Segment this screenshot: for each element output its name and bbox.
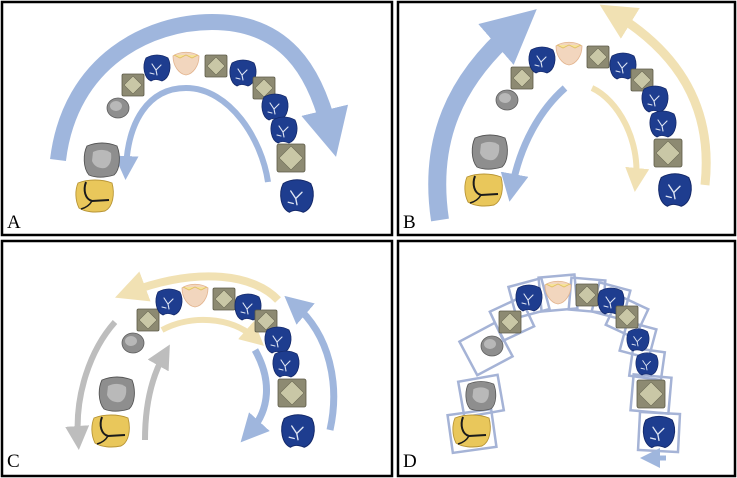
inner-gray-arrow xyxy=(142,344,170,441)
olive-tooth xyxy=(204,54,228,78)
olive-molar-tooth xyxy=(276,143,306,173)
gray-premolar-tooth xyxy=(106,97,130,119)
panel-label: D xyxy=(403,451,417,472)
inner-blue-arrow xyxy=(240,348,270,443)
panel-label: A xyxy=(7,212,21,233)
panel-label: B xyxy=(403,212,416,233)
gray-molar-tooth xyxy=(98,376,135,412)
navy-molar-tooth xyxy=(280,179,314,213)
panel-c: C xyxy=(0,239,394,478)
olive-molar-tooth xyxy=(636,379,666,409)
inner-yellow-arrow xyxy=(590,85,650,192)
segment-box xyxy=(506,276,552,320)
navy-molar-tooth xyxy=(281,414,315,448)
gray-premolar-tooth xyxy=(121,332,145,354)
gray-molar-tooth xyxy=(83,142,120,178)
outer-gray-arrow xyxy=(65,320,118,450)
gray-molar-tooth xyxy=(471,134,508,170)
navy-tooth xyxy=(635,352,659,376)
olive-molar-tooth xyxy=(277,378,307,408)
gray-molar-tooth xyxy=(465,381,497,412)
olive-tooth xyxy=(121,73,145,97)
olive-tooth xyxy=(615,305,639,329)
panel-label: C xyxy=(7,451,20,472)
navy-molar-tooth xyxy=(642,415,676,449)
navy-tooth xyxy=(649,110,677,138)
navy-tooth xyxy=(155,288,183,316)
navy-tooth xyxy=(272,350,300,378)
segment-box xyxy=(456,373,506,419)
gold-crown-tooth xyxy=(463,173,504,207)
outer-blue-arrow xyxy=(284,295,338,431)
outer-blue-arrow xyxy=(428,9,537,222)
olive-tooth xyxy=(212,287,236,311)
navy-tooth xyxy=(229,59,257,87)
navy-tooth xyxy=(515,284,543,312)
gold-crown-tooth xyxy=(90,414,131,448)
olive-tooth xyxy=(136,308,160,332)
panel-a: A xyxy=(0,0,394,237)
outer-yellow-arrow xyxy=(599,4,711,186)
gold-crown-tooth xyxy=(74,179,115,213)
segment-box xyxy=(618,320,658,360)
panel-b: B xyxy=(396,0,737,237)
navy-tooth xyxy=(270,116,298,144)
olive-tooth xyxy=(510,66,534,90)
outer-arch-arrow xyxy=(50,13,349,162)
navy-tooth xyxy=(626,328,650,352)
navy-tooth xyxy=(528,46,556,74)
navy-tooth xyxy=(143,54,171,82)
navy-tooth xyxy=(264,326,292,354)
navy-tooth xyxy=(261,93,289,121)
navy-tooth xyxy=(641,85,669,113)
olive-molar-tooth xyxy=(653,138,683,168)
olive-tooth xyxy=(586,45,610,69)
inner-arch-arrow xyxy=(114,84,271,183)
olive-tooth xyxy=(498,310,522,334)
top-yellow-arrow xyxy=(114,271,281,303)
gray-premolar-tooth xyxy=(480,335,504,357)
segment-box xyxy=(627,346,667,382)
inner-yellow-arrow xyxy=(160,316,265,346)
inner-blue-arrow xyxy=(500,85,568,202)
panel-d: D xyxy=(396,239,737,478)
gray-premolar-tooth xyxy=(495,89,519,111)
segment-box xyxy=(446,407,498,455)
olive-tooth xyxy=(575,283,599,307)
segment-box xyxy=(488,295,536,343)
gold-crown-tooth xyxy=(451,414,492,448)
navy-molar-tooth xyxy=(658,173,692,207)
